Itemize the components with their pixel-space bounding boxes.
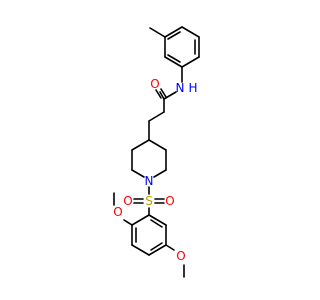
bond — [167, 54, 181, 63]
methoxy-bond — [123, 219, 133, 226]
structure-svg: O N H N S O O O O — [113, 26, 200, 278]
bond — [148, 139, 167, 151]
sulfonyl-oxygen-left-label: O — [123, 194, 132, 208]
amide-oxygen-label: O — [150, 77, 159, 91]
bond — [150, 242, 163, 251]
piperidine-nitrogen-label: N — [145, 174, 154, 188]
amide-hydrogen-label: H — [188, 81, 197, 95]
n-carbonyl-bond — [163, 91, 177, 100]
bond — [131, 244, 150, 256]
bond — [181, 26, 200, 38]
methoxy-oxygen-upper-label: O — [113, 205, 122, 219]
chain-bond — [148, 111, 165, 122]
bond — [150, 219, 163, 228]
bond — [164, 56, 183, 68]
bond — [131, 169, 145, 178]
methoxy-oxygen-lower-label: O — [176, 249, 185, 263]
bond — [167, 31, 181, 40]
methyl-bond — [149, 27, 166, 38]
amide-nitrogen-label: N — [176, 81, 185, 95]
molecule-diagram: O N H N S O O O O — [113, 26, 200, 278]
bond — [148, 214, 167, 226]
bond — [181, 56, 200, 68]
carbonyl-bond — [159, 91, 165, 100]
methoxy-bond — [165, 244, 175, 251]
carbonyl-double-bond — [155, 89, 162, 99]
sulfur-label: S — [145, 194, 153, 208]
tolyl-ring — [164, 26, 200, 68]
bond — [148, 244, 167, 256]
bond — [164, 26, 183, 38]
carbonyl-double-bond — [160, 88, 167, 98]
bond — [153, 169, 167, 178]
piperidine-ring — [131, 139, 167, 178]
dimethoxyphenyl-ring — [131, 214, 167, 256]
sulfonyl-oxygen-right-label: O — [165, 194, 174, 208]
bond — [131, 139, 150, 151]
bond — [131, 214, 150, 226]
